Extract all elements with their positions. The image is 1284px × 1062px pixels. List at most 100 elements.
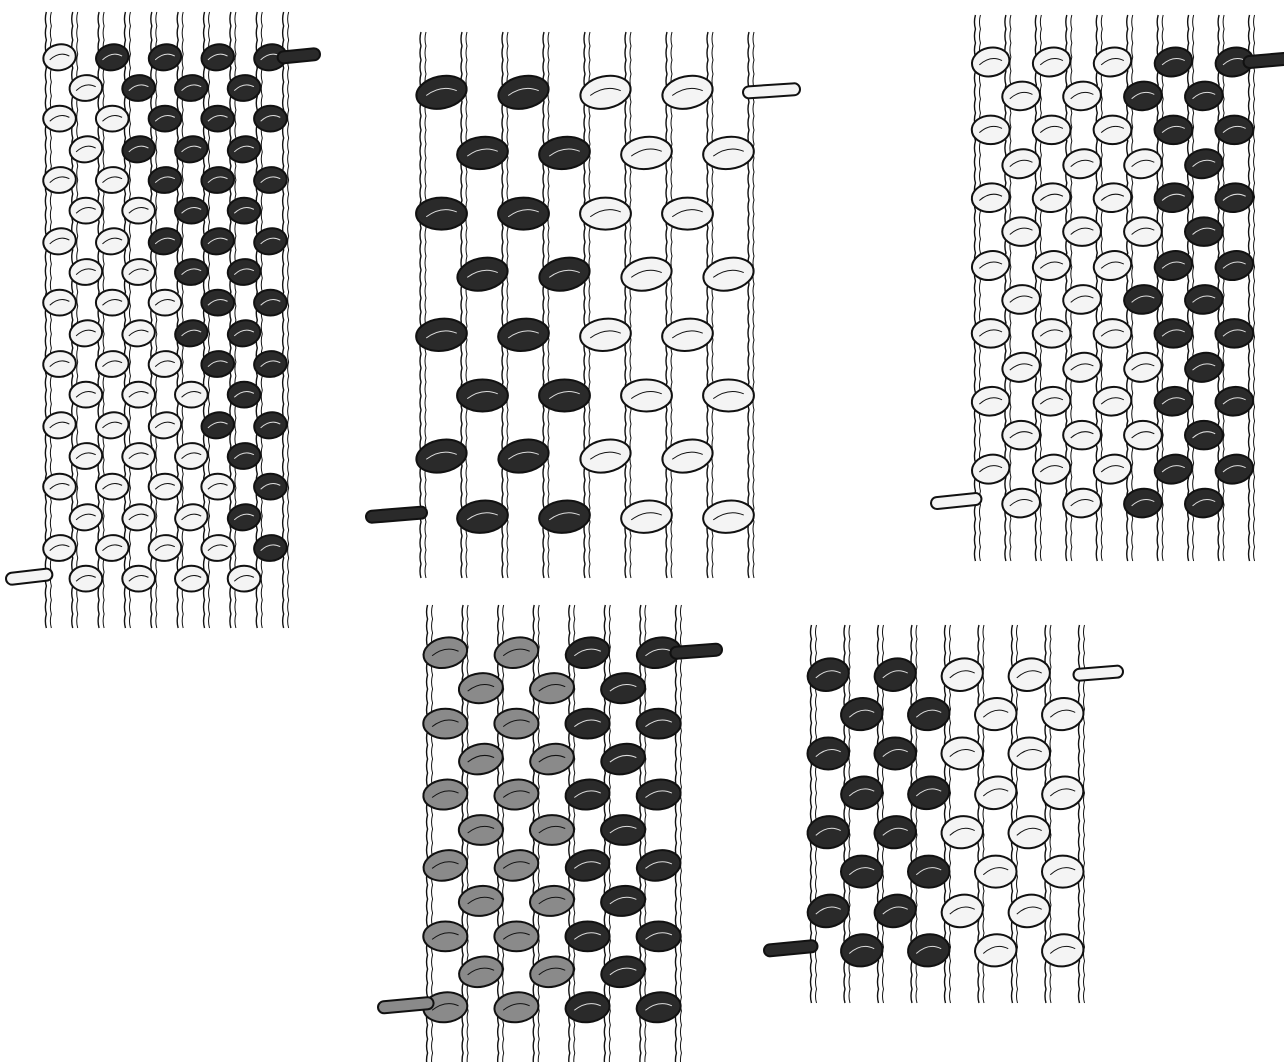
weft-pass <box>1155 116 1193 145</box>
weft-tail-fill <box>676 650 716 653</box>
weft-pass <box>43 106 76 132</box>
weft-pass <box>423 709 467 739</box>
warp-threads <box>420 32 754 578</box>
weft-yarns <box>421 634 684 1025</box>
warp-thread <box>589 32 590 578</box>
weft-pass <box>662 198 713 230</box>
weft-pass <box>637 921 681 951</box>
weft-pass <box>70 382 103 408</box>
warp-interlock-weave-panel <box>384 605 716 1062</box>
weft-yarns <box>413 71 756 535</box>
weft-pass <box>1124 217 1162 246</box>
weft-pass <box>1033 116 1071 145</box>
weft-pass <box>149 474 182 500</box>
weft-pass <box>1094 116 1132 145</box>
weft-pass <box>254 290 287 316</box>
warp-thread <box>675 605 676 1062</box>
weft-pass <box>807 737 849 769</box>
weft-pass <box>975 856 1017 888</box>
warp-thread <box>50 12 51 628</box>
warp-thread <box>45 12 46 628</box>
weft-tail-fill <box>749 89 794 92</box>
weft-tail-fill <box>284 54 314 57</box>
weft-pass <box>1063 421 1101 450</box>
diagonal-interlock-weave-panel <box>12 12 314 628</box>
weft-pass <box>200 533 235 562</box>
weft-pass <box>566 921 610 951</box>
weft-tail-fill <box>12 575 46 579</box>
weft-pass <box>805 891 852 931</box>
weft-pass <box>1215 319 1253 348</box>
warp-thread <box>1254 15 1255 561</box>
weft-pass <box>43 290 76 316</box>
weft-pass <box>1008 737 1050 769</box>
warp-thread <box>748 32 749 578</box>
weft-pass <box>459 815 503 845</box>
warp-thread <box>712 32 713 578</box>
weft-pass <box>228 382 261 408</box>
warp-thread <box>680 605 681 1062</box>
weft-pass <box>1002 421 1040 450</box>
weft-tail-fill <box>1250 59 1284 62</box>
weft-yarns <box>969 44 1256 519</box>
warp-thread <box>261 12 262 628</box>
weft-pass <box>1094 319 1132 348</box>
weft-pass <box>600 884 647 918</box>
warp-thread <box>151 12 152 628</box>
warp-thread <box>98 12 99 628</box>
weft-pass <box>872 891 919 931</box>
weft-pass <box>1155 319 1193 348</box>
warp-thread <box>103 12 104 628</box>
weft-pass <box>70 198 103 224</box>
warp-thread <box>625 32 626 578</box>
weft-pass <box>637 709 681 739</box>
weft-pass <box>1185 421 1223 450</box>
warp-thread <box>77 12 78 628</box>
warp-thread <box>502 32 503 578</box>
weft-pass <box>149 290 182 316</box>
weft-pass <box>175 198 208 224</box>
dovetail-weave-panel <box>937 15 1284 561</box>
warp-thread <box>584 32 585 578</box>
weft-tail-fill <box>372 513 421 517</box>
weft-pass <box>122 566 155 592</box>
weft-pass <box>941 737 983 769</box>
warp-thread <box>466 32 467 578</box>
weft-pass <box>939 891 986 931</box>
weft-pass <box>423 921 467 951</box>
weft-pass <box>201 106 234 132</box>
weft-pass <box>95 533 130 562</box>
warp-thread <box>256 12 257 628</box>
weft-pass <box>529 884 576 918</box>
weft-pass <box>494 709 538 739</box>
weft-yarns <box>805 655 1087 969</box>
weft-pass <box>96 290 129 316</box>
weft-pass <box>122 198 155 224</box>
warp-thread <box>420 32 421 578</box>
warp-thread <box>235 12 236 628</box>
weft-pass <box>254 106 287 132</box>
weft-pass <box>254 474 287 500</box>
weft-pass <box>42 533 77 562</box>
weft-pass <box>601 815 645 845</box>
warp-thread <box>283 12 284 628</box>
warp-thread <box>72 12 73 628</box>
weft-pass <box>149 106 182 132</box>
warp-thread <box>427 605 428 1062</box>
weft-pass <box>539 379 590 411</box>
warp-thread <box>156 12 157 628</box>
weft-pass <box>1002 217 1040 246</box>
weft-pass <box>939 655 986 695</box>
weft-pass <box>498 198 549 230</box>
weft-pass <box>1006 891 1053 931</box>
warp-thread <box>124 12 125 628</box>
weft-pass <box>972 319 1010 348</box>
warp-thread <box>543 32 544 578</box>
weft-pass <box>1033 319 1071 348</box>
weft-pass <box>1042 856 1084 888</box>
weft-tail-fill <box>384 1003 428 1007</box>
warp-thread <box>204 12 205 628</box>
weft-pass <box>70 566 103 592</box>
weft-pass <box>703 379 754 411</box>
